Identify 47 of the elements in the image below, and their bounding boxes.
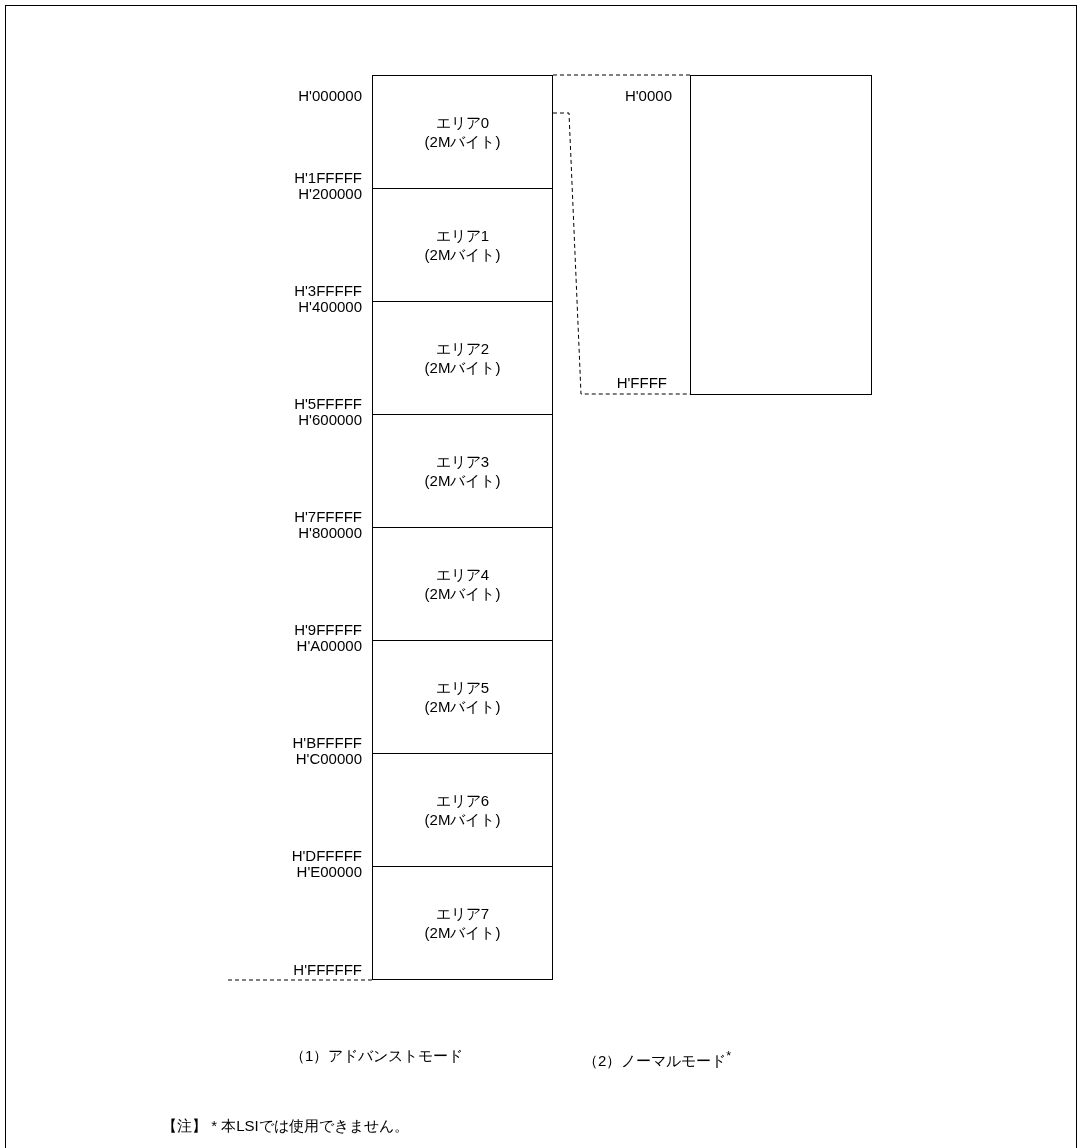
area-name: エリア2 bbox=[435, 339, 490, 358]
area-size: (2Mバイト) bbox=[424, 810, 501, 829]
memory-area-box bbox=[372, 188, 553, 302]
memory-area-box bbox=[372, 527, 553, 641]
area-size: (2Mバイト) bbox=[424, 471, 501, 490]
address-label: H'200000 bbox=[298, 186, 362, 202]
address-label: H'E00000 bbox=[296, 864, 362, 880]
address-label: H'1FFFFF bbox=[294, 170, 362, 186]
area-name: エリア6 bbox=[435, 791, 490, 810]
memory-area-box bbox=[372, 414, 553, 528]
area-name: エリア4 bbox=[435, 565, 490, 584]
area-name: エリア5 bbox=[435, 678, 490, 697]
address-label: H'400000 bbox=[298, 299, 362, 315]
memory-area-box bbox=[372, 301, 553, 415]
area-size: (2Mバイト) bbox=[424, 584, 501, 603]
mode-caption: （1）アドバンストモード bbox=[290, 1048, 464, 1064]
address-label: H'800000 bbox=[298, 525, 362, 541]
address-label: H'A00000 bbox=[296, 638, 362, 654]
address-label: H'FFFF bbox=[616, 375, 667, 391]
area-name: エリア0 bbox=[435, 113, 490, 132]
area-size: (2Mバイト) bbox=[424, 358, 501, 377]
address-label: H'7FFFFF bbox=[294, 509, 362, 525]
dashed-connector bbox=[552, 74, 691, 76]
area-size: (2Mバイト) bbox=[424, 697, 501, 716]
address-label: H'C00000 bbox=[295, 751, 362, 767]
area-name: エリア3 bbox=[435, 452, 490, 471]
area-name: エリア7 bbox=[435, 904, 490, 923]
address-label: H'5FFFFF bbox=[294, 396, 362, 412]
area-size: (2Mバイト) bbox=[424, 132, 501, 151]
area-size: (2Mバイト) bbox=[424, 245, 501, 264]
memory-area-box bbox=[372, 75, 553, 189]
memory-area-box bbox=[372, 640, 553, 754]
address-label: H'DFFFFF bbox=[291, 848, 362, 864]
address-label: H'000000 bbox=[298, 88, 362, 104]
memory-area-box bbox=[372, 866, 553, 980]
footnote: 【注】 * 本LSIでは使用できません。 bbox=[162, 1118, 409, 1134]
area-size: (2Mバイト) bbox=[424, 923, 501, 942]
address-label: H'3FFFFF bbox=[294, 283, 362, 299]
address-label: H'600000 bbox=[298, 412, 362, 428]
memory-area-box bbox=[372, 753, 553, 867]
mode-caption: （2）ノーマルモード$^{*}$ bbox=[583, 1048, 732, 1069]
address-label: H'BFFFFF bbox=[292, 735, 362, 751]
area-name: エリア1 bbox=[435, 226, 490, 245]
address-label: H'FFFFFF bbox=[293, 962, 362, 978]
address-label: H'0000 bbox=[624, 88, 672, 104]
memory-box bbox=[690, 75, 872, 395]
address-label: H'9FFFFF bbox=[294, 622, 362, 638]
